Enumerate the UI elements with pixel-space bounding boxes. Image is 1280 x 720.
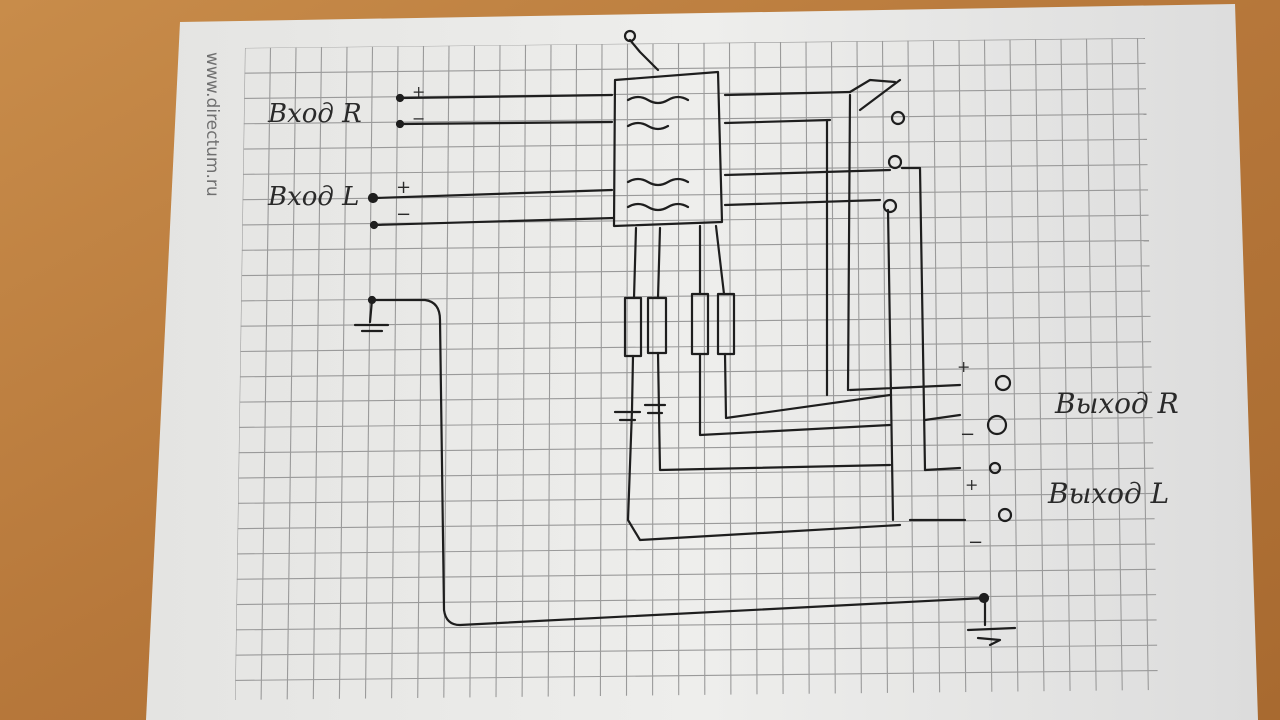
input-r-minus: − (412, 109, 425, 128)
output-l-minus: − (968, 532, 983, 553)
grid-line-horizontal (235, 594, 1158, 606)
grid-line-horizontal (235, 163, 1158, 176)
input-r-label: Вход R (267, 99, 362, 129)
grid-line-vertical (547, 44, 552, 700)
grid-line-horizontal (235, 138, 1158, 150)
input-l-minus: − (396, 204, 411, 225)
grid-line-horizontal (235, 619, 1158, 631)
grid-line-vertical (573, 44, 578, 700)
grid-line-vertical (469, 45, 476, 700)
output-r-label: Выход R (1054, 387, 1179, 420)
grid-line-vertical (364, 46, 374, 700)
output-l-plus: + (965, 475, 978, 494)
input-r-plus: + (412, 82, 425, 101)
switch-block (612, 70, 724, 228)
grid-line-horizontal (235, 492, 1158, 504)
grid-line-horizontal (235, 239, 1158, 251)
grid-line-horizontal (235, 366, 1158, 378)
grid-line-vertical (1111, 38, 1123, 700)
grid-line-vertical (1060, 38, 1071, 700)
grid-line-vertical (958, 39, 967, 700)
input-l-plus: + (396, 177, 411, 198)
grid-line-vertical (1034, 38, 1045, 700)
grid-line-vertical (417, 45, 425, 700)
grid-line-vertical (1085, 38, 1097, 700)
grid-line-vertical (983, 39, 993, 700)
graph-paper-sheet (146, 4, 1258, 720)
grid-line-vertical (1009, 38, 1019, 700)
watermark-url: www.directum.ru (202, 52, 222, 197)
grid-line-vertical (312, 47, 323, 700)
grid-line-vertical (338, 46, 348, 700)
grid-line-horizontal (235, 88, 1158, 100)
grid-line-horizontal (235, 391, 1158, 403)
switch-knob-dot (623, 29, 637, 43)
schematic-wiring (353, 29, 1017, 647)
grid-line-horizontal (235, 265, 1158, 277)
grid-line-horizontal (235, 214, 1158, 226)
grid-line-horizontal (235, 62, 1158, 74)
grid-line-vertical (625, 43, 629, 700)
grid-line-vertical (932, 39, 941, 700)
output-l-label: Выход L (1047, 477, 1169, 510)
grid-line-horizontal (235, 669, 1158, 682)
grid-line-vertical (391, 46, 399, 700)
grid-line-horizontal (235, 442, 1158, 454)
output-r-minus: − (960, 424, 975, 445)
output-r-plus: + (957, 357, 970, 376)
input-l-label: Вход L (267, 182, 359, 212)
grid-line-vertical (599, 43, 603, 700)
grid-line-horizontal (235, 113, 1158, 125)
grid-line-vertical (286, 47, 297, 700)
grid-line-horizontal (235, 644, 1158, 656)
switch-knob (628, 38, 660, 72)
grid-line-vertical (260, 47, 272, 700)
grid-line-vertical (521, 44, 527, 700)
grid-line-vertical (495, 44, 501, 700)
grid-line-vertical (1136, 38, 1150, 700)
grid-line-horizontal (235, 341, 1158, 353)
grid-line-horizontal (235, 543, 1158, 555)
grid-line-horizontal (235, 467, 1158, 479)
grid-line-horizontal (235, 568, 1158, 580)
